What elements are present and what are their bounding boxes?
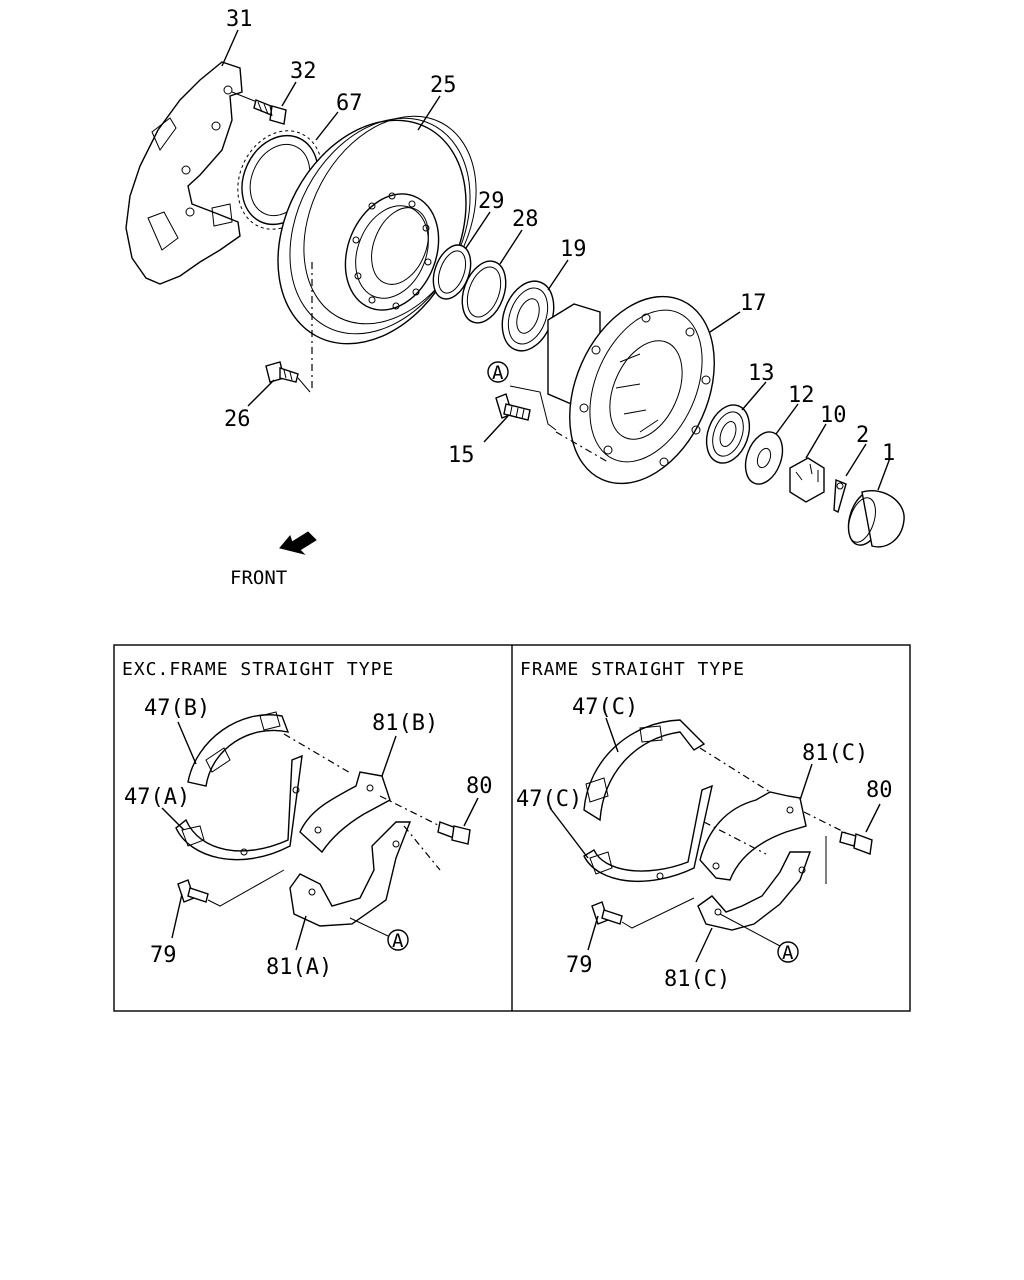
callout-31: 31 — [226, 7, 253, 32]
leader-p2-b — [549, 807, 589, 859]
callout-15: 15 — [448, 443, 475, 468]
plate-81a-part — [289, 821, 441, 927]
panel-title-exc-frame-straight: EXC.FRAME STRAIGHT TYPE — [122, 659, 394, 680]
callout-19: 19 — [560, 237, 587, 262]
leader-p1-f — [295, 915, 307, 951]
leader-p1-c — [381, 735, 397, 777]
wheel-hub-part — [547, 295, 715, 485]
leader-17 — [709, 311, 741, 333]
callout-25: 25 — [430, 73, 457, 98]
leader-28 — [499, 229, 523, 265]
leader-31 — [221, 29, 239, 67]
leader-32 — [281, 81, 297, 107]
callout-p2-e: 79 — [566, 953, 593, 978]
plate-81b-part — [283, 733, 441, 854]
leader-12 — [775, 403, 799, 435]
panel-title-frame-straight: FRAME STRAIGHT TYPE — [520, 659, 745, 680]
leader-15 — [483, 415, 509, 443]
bolt-79-p1-part — [177, 869, 285, 907]
castle-nut-part — [789, 457, 825, 503]
callout-p1-c: 81(B) — [372, 711, 438, 736]
reference-a-label-p1: A — [392, 930, 404, 952]
callout-26: 26 — [224, 407, 251, 432]
callout-p1-f: 81(A) — [266, 955, 332, 980]
callout-29: 29 — [478, 189, 505, 214]
bolt-79-p2-part — [591, 897, 695, 929]
leader-p1-ref — [349, 917, 389, 937]
outer-bearing-part — [705, 404, 751, 464]
leader-2 — [845, 443, 867, 477]
callout-p1-b: 47(A) — [124, 785, 190, 810]
callout-12: 12 — [788, 383, 815, 408]
callout-p1-a: 47(B) — [144, 696, 210, 721]
callout-28: 28 — [512, 207, 539, 232]
bolt-80-p2-part — [825, 831, 873, 884]
plate-81c-lower-part — [697, 821, 811, 931]
seal-29-part — [432, 244, 472, 300]
reference-a-circle-p2 — [777, 941, 799, 963]
front-label: FRONT — [230, 567, 287, 589]
washer-part — [744, 431, 784, 485]
leader-p1-b — [161, 807, 185, 831]
callout-1: 1 — [882, 441, 895, 466]
leader-p2-c — [799, 763, 813, 801]
leader-19 — [547, 259, 569, 291]
leader-p2-d — [865, 803, 881, 833]
callout-p2-d: 80 — [866, 778, 893, 803]
leader-p2-a — [605, 717, 619, 753]
leader-p2-e — [587, 915, 599, 951]
leader-p1-a — [177, 721, 197, 765]
shield-47c-lower-part — [583, 784, 713, 883]
leader-13 — [741, 381, 767, 411]
leader-26 — [247, 379, 275, 407]
shield-47a-part — [175, 754, 303, 861]
hub-bolt-part — [495, 385, 557, 431]
front-arrow-icon — [279, 531, 317, 555]
leader-p2-f — [695, 927, 713, 963]
callout-67: 67 — [336, 91, 363, 116]
callout-2: 2 — [856, 423, 869, 448]
callout-10: 10 — [820, 403, 847, 428]
shield-47c-upper-part — [583, 719, 706, 822]
dust-shield-part — [125, 61, 243, 285]
bolt-32-part — [231, 91, 287, 125]
reference-a-label-p2: A — [782, 942, 794, 964]
leader-29 — [465, 211, 491, 249]
bolt-80-p1-part — [437, 821, 471, 845]
callout-32: 32 — [290, 59, 317, 84]
leader-10 — [805, 423, 827, 459]
callout-p1-e: 79 — [150, 943, 177, 968]
shield-47b-part — [187, 711, 290, 787]
leader-p1-e — [171, 893, 183, 939]
leader-1 — [877, 457, 891, 491]
leader-67 — [315, 111, 339, 141]
callout-13: 13 — [748, 361, 775, 386]
callout-p1-d: 80 — [466, 774, 493, 799]
plate-81c-upper-part — [699, 747, 853, 881]
cotter-pin-part — [833, 478, 847, 514]
callout-17: 17 — [740, 291, 767, 316]
reference-a-label: A — [492, 362, 504, 384]
leader-p1-d — [463, 797, 479, 827]
callout-p2-b: 47(C) — [516, 787, 582, 812]
reference-a-circle-p1 — [387, 929, 409, 951]
leader-25 — [417, 95, 441, 131]
ring-28-part — [461, 260, 507, 324]
reference-a-circle — [487, 361, 509, 383]
hub-cap-part — [847, 490, 905, 548]
leader-p2-ref — [719, 913, 781, 947]
brake-disc-part — [277, 115, 477, 392]
callout-p2-a: 47(C) — [572, 695, 638, 720]
callout-p2-f: 81(C) — [664, 967, 730, 992]
bolt-26-part — [265, 361, 311, 393]
callout-p2-c: 81(C) — [802, 741, 868, 766]
